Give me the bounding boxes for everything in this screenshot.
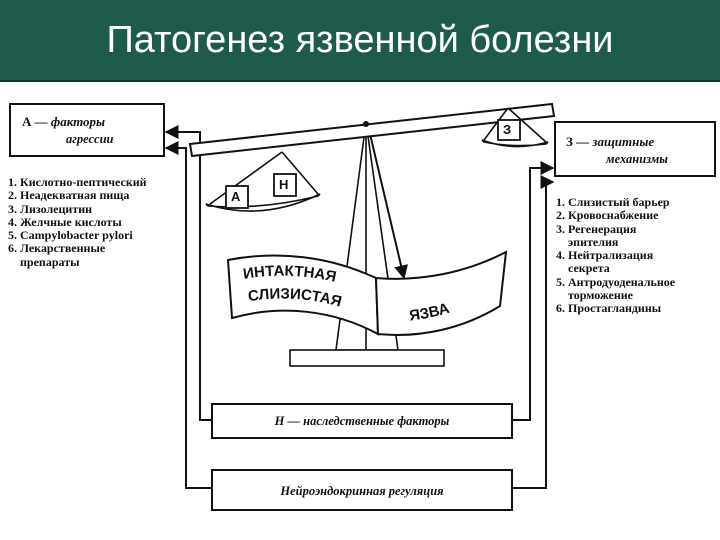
hereditary-label: Н — наследственные факторы — [274, 414, 450, 428]
list-item: препараты — [8, 254, 80, 269]
hereditary-box — [211, 403, 513, 439]
list-item: торможение — [556, 288, 633, 303]
weight-h-box — [273, 173, 297, 197]
list-item: 3. Лизолецитин — [8, 201, 93, 216]
weight-h-label: Н — [279, 177, 289, 192]
mucosa-arc — [226, 250, 508, 336]
slide-title: Патогенез язвенной болезни — [106, 19, 614, 61]
protection-box — [554, 121, 716, 177]
weight-z-label: З — [503, 122, 512, 137]
slide-header — [0, 0, 720, 82]
list-item: 4. Нейтрализация — [556, 248, 654, 263]
weight-a-label: А — [231, 189, 241, 204]
list-item: 5. Campylobacter pylori — [8, 228, 133, 243]
right-feedback-lines — [512, 161, 555, 489]
protection-box-subtitle: механизмы — [606, 152, 668, 166]
arc-label-intact: ИНТАКТНАЯ — [242, 263, 338, 286]
list-item: 2. Неадекватная пища — [8, 188, 130, 203]
aggression-factors-list: 1. Кислотно-пептический 2. Неадекватная … — [8, 175, 147, 269]
weight-a-box — [225, 185, 249, 209]
protection-factors-list: 1. Слизистый барьер 2. Кровоснабжение 3.… — [556, 195, 676, 316]
list-item: 2. Кровоснабжение — [556, 208, 659, 223]
list-item: 6. Простагландины — [556, 301, 662, 316]
neuroendocrine-label: Нейроэндокринная регуляция — [280, 484, 444, 498]
left-pan — [205, 151, 321, 212]
list-item: секрета — [556, 261, 610, 276]
list-item: 5. Антродуоденальное — [556, 274, 676, 289]
scale-beam — [188, 102, 556, 158]
list-item: 6. Лекарственные — [8, 241, 106, 256]
list-item: эпителия — [556, 234, 619, 249]
protection-box-title: З — защитные — [566, 134, 655, 149]
neuroendocrine-box — [211, 469, 513, 511]
list-item: 3. Регенерация — [556, 221, 637, 236]
scale-pointer — [369, 133, 408, 280]
weight-z-box — [497, 119, 521, 141]
right-pan — [481, 107, 549, 148]
list-item: 1. Слизистый барьер — [556, 195, 670, 209]
list-item: 4. Желчные кислоты — [8, 214, 122, 229]
left-feedback-lines — [164, 125, 212, 489]
scale-pivot — [363, 121, 369, 127]
aggression-box-subtitle: агрессии — [66, 132, 114, 146]
aggression-box — [9, 103, 165, 157]
aggression-box-title: А — факторы — [22, 114, 106, 129]
pathogenesis-diagram: ИНТАКТНАЯ СЛИЗИСТАЯ ЯЗВА — [9, 102, 716, 511]
list-item: 1. Кислотно-пептический — [8, 175, 147, 189]
